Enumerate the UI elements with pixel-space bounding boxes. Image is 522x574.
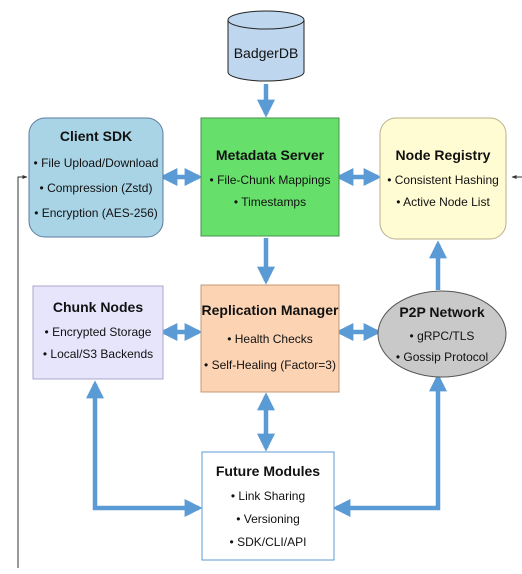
replication-manager-shape <box>200 284 340 393</box>
replication-manager-title: Replication Manager <box>202 302 339 318</box>
badgerdb-database: BadgerDB <box>227 10 305 82</box>
p2p-network-title: P2P Network <box>399 304 485 320</box>
database-top <box>227 10 305 30</box>
node-registry-title: Node Registry <box>396 147 491 163</box>
replication-manager-box: Replication Manager • Health Checks • Se… <box>200 284 340 393</box>
left-connector-line <box>17 175 28 568</box>
node-registry-shape <box>379 117 507 240</box>
chunk-nodes-box: Chunk Nodes • Encrypted Storage • Local/… <box>32 285 164 380</box>
future-modules-item: • Versioning <box>236 512 300 526</box>
chunk-nodes-shape <box>32 285 164 380</box>
replication-manager-item: • Health Checks <box>227 332 313 346</box>
replication-manager-item: • Self-Healing (Factor=3) <box>204 358 336 372</box>
arrow-chunk-future <box>86 380 203 517</box>
future-modules-box: Future Modules • Link Sharing • Versioni… <box>201 451 335 561</box>
database-label: BadgerDB <box>234 45 299 61</box>
database-icon <box>227 20 305 82</box>
client-sdk-item: • Encryption (AES-256) <box>34 206 158 220</box>
chunk-nodes-item: • Local/S3 Backends <box>43 347 153 361</box>
client-sdk-box: Client SDK • File Upload/Download • Comp… <box>28 117 164 238</box>
p2p-network-item: • Gossip Protocol <box>396 350 488 364</box>
p2p-network-box: P2P Network • gRPC/TLS • Gossip Protocol <box>377 290 507 378</box>
node-registry-item: • Consistent Hashing <box>387 173 499 187</box>
metadata-server-title: Metadata Server <box>216 147 325 163</box>
metadata-server-item: • File-Chunk Mappings <box>210 173 331 187</box>
client-sdk-item: • File Upload/Download <box>34 156 159 170</box>
arrow-p2p-future <box>332 373 447 517</box>
metadata-server-item: • Timestamps <box>234 195 306 209</box>
future-modules-item: • Link Sharing <box>231 489 305 503</box>
node-registry-item: • Active Node List <box>396 195 490 209</box>
future-modules-shape <box>201 451 335 561</box>
future-modules-item: • SDK/CLI/API <box>230 535 307 549</box>
client-sdk-title: Client SDK <box>60 128 132 144</box>
p2p-network-item: • gRPC/TLS <box>410 329 475 343</box>
chunk-nodes-item: • Encrypted Storage <box>45 325 152 339</box>
metadata-server-shape <box>200 117 340 237</box>
metadata-server-box: Metadata Server • File-Chunk Mappings • … <box>200 117 340 237</box>
p2p-network-shape <box>377 290 507 378</box>
client-sdk-shape <box>28 117 164 238</box>
future-modules-title: Future Modules <box>216 463 320 479</box>
chunk-nodes-title: Chunk Nodes <box>53 299 143 315</box>
arrows <box>86 84 447 517</box>
node-registry-box: Node Registry • Consistent Hashing • Act… <box>379 117 507 240</box>
client-sdk-item: • Compression (Zstd) <box>40 181 153 195</box>
